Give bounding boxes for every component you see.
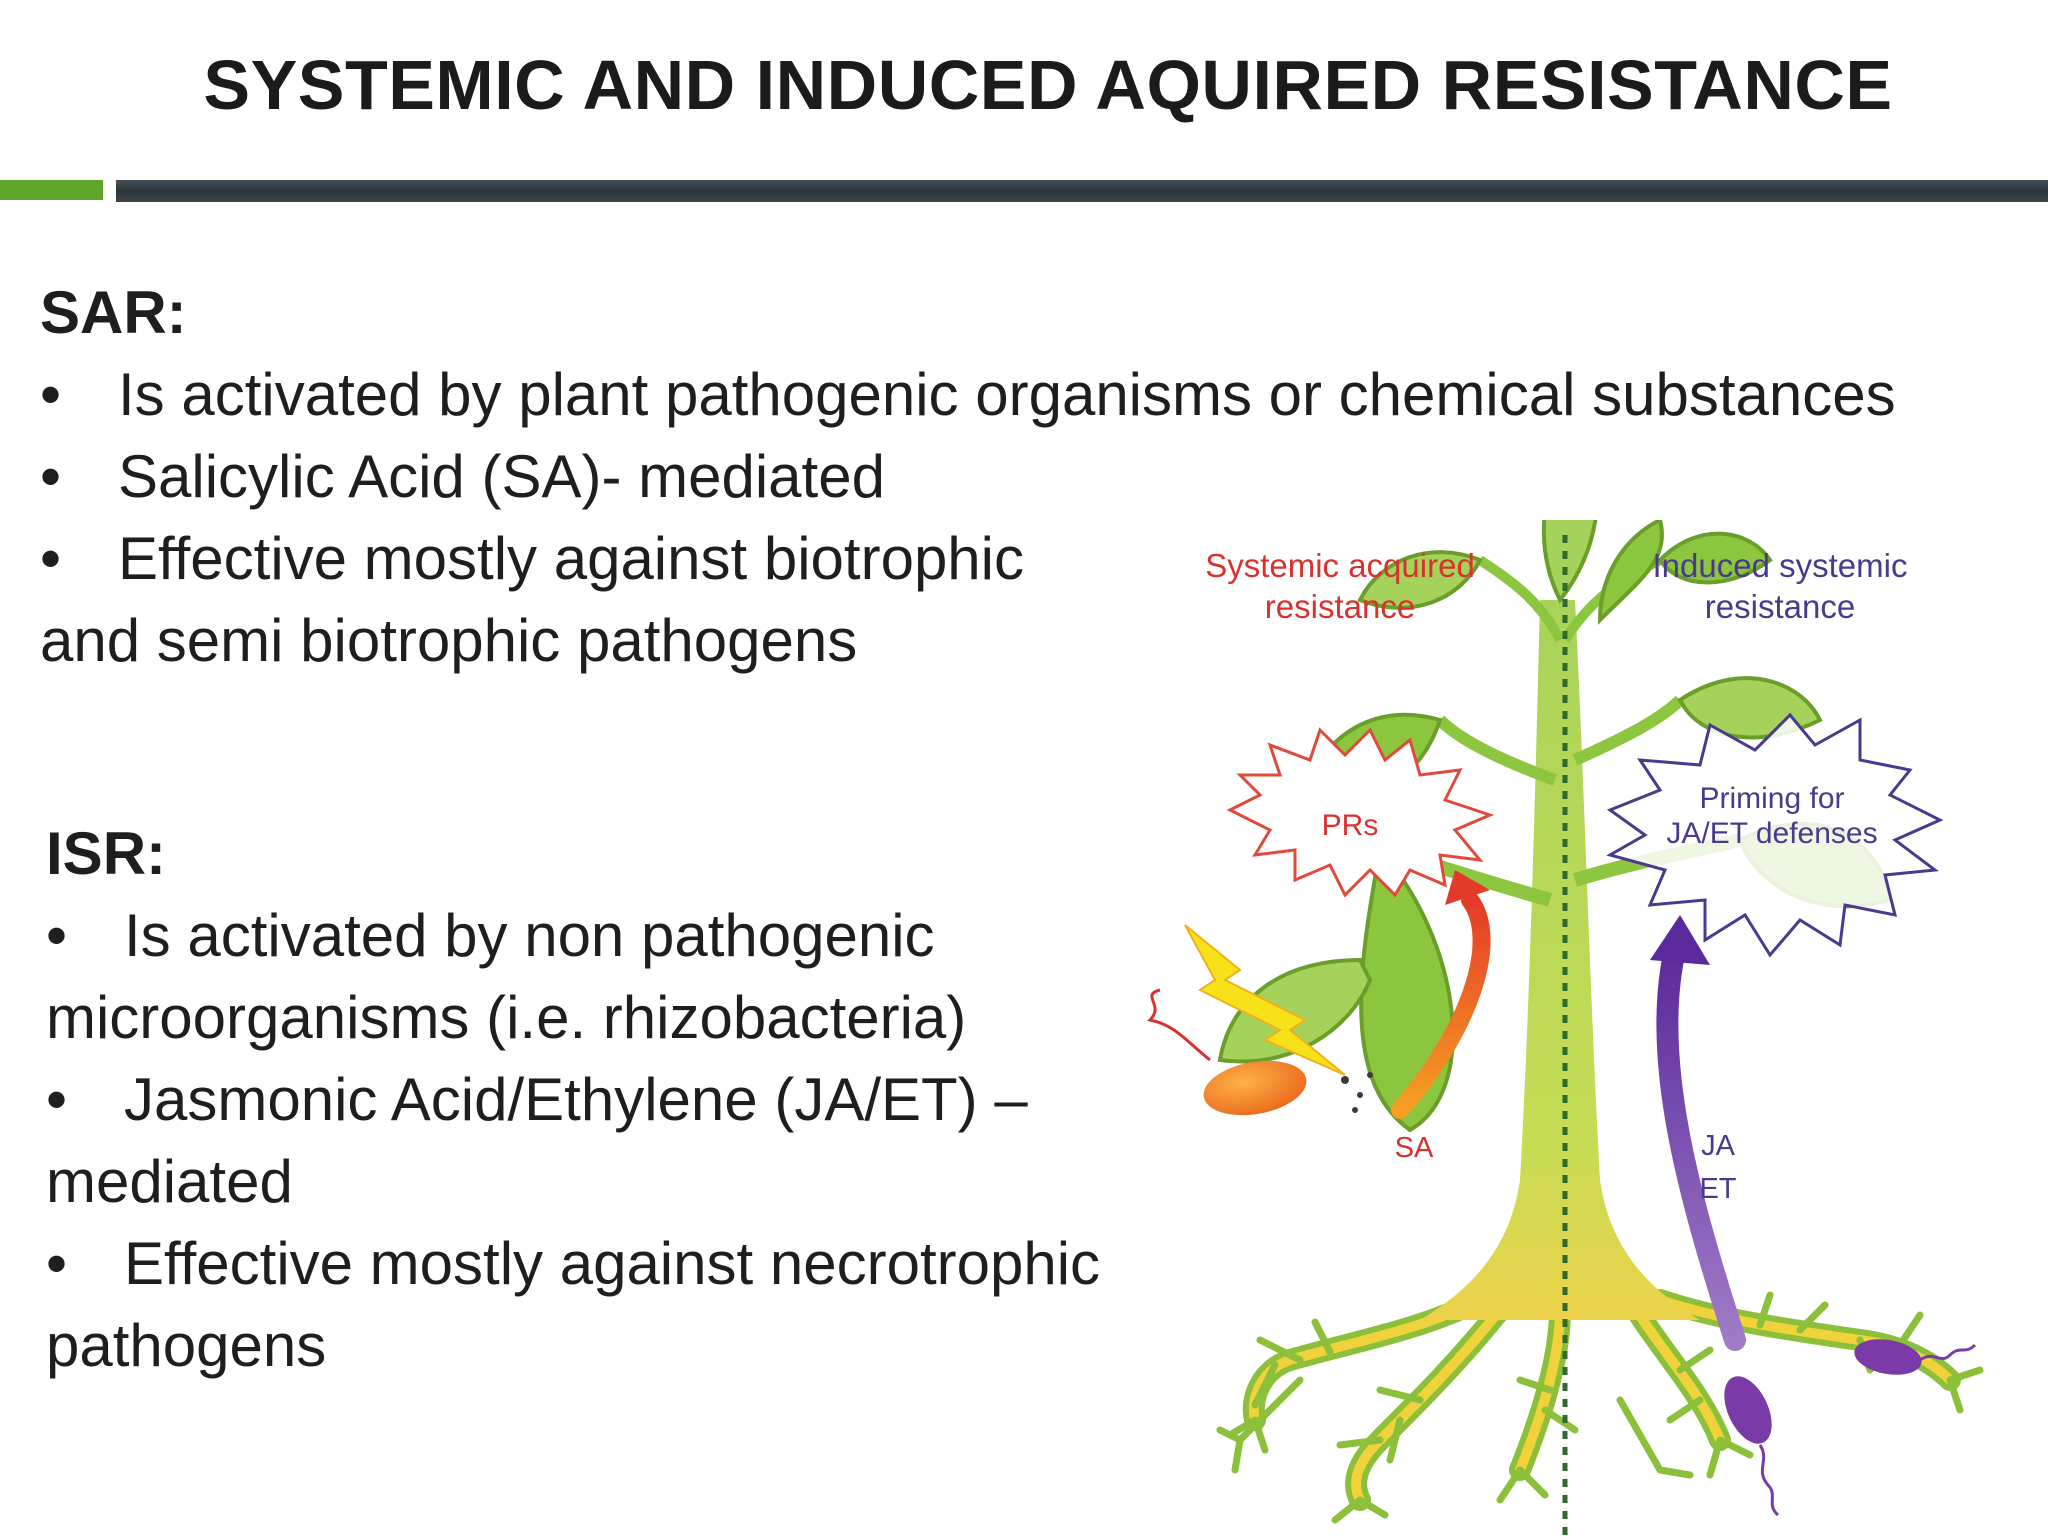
isr-bullet-2-text: Jasmonic Acid/Ethylene (JA/ET) – — [124, 1066, 1028, 1133]
isr-bullet-3-text: Effective mostly against necrotrophic — [124, 1230, 1101, 1297]
sar-bullet-1-text: Is activated by plant pathogenic organis… — [118, 361, 1896, 428]
bullet-marker: • — [46, 1066, 68, 1133]
ja-label: JA — [1701, 1130, 1736, 1162]
title-accent-bar-green — [0, 180, 103, 200]
sar-bullet-3: • Effective mostly against biotrophic — [40, 518, 1896, 600]
priming-starburst: Priming for JA/ET defenses — [1606, 712, 1944, 958]
sar-bullet-2: • Salicylic Acid (SA)- mediated — [40, 436, 1896, 518]
bullet-marker: • — [40, 525, 62, 592]
plant-trunk — [1420, 600, 1700, 1320]
priming-label-line1: Priming for — [1699, 782, 1844, 815]
slide-title: SYSTEMIC AND INDUCED AQUIRED RESISTANCE — [203, 46, 1893, 124]
isr-diagram-title-line2: resistance — [1705, 588, 1855, 625]
isr-bullet-2-continuation: mediated — [46, 1148, 293, 1215]
isr-bullet-3: • Effective mostly against necrotrophic — [46, 1223, 1100, 1305]
isr-bullet-2: • Jasmonic Acid/Ethylene (JA/ET) – — [46, 1059, 1100, 1141]
bullet-marker: • — [40, 361, 62, 428]
isr-section: ISR: • Is activated by non pathogenic mic… — [46, 813, 1100, 1387]
prs-starburst: PRs — [1226, 727, 1495, 898]
plant-roots — [1216, 1289, 1984, 1524]
rhizobacteria-icon — [1724, 1339, 1977, 1517]
sa-arrow — [1391, 870, 1491, 1119]
sar-isr-plant-diagram: PRs Priming for JA/ET defenses Systemic … — [1146, 520, 1984, 1536]
title-divider-bar — [116, 180, 2048, 202]
et-label: ET — [1699, 1173, 1736, 1205]
sar-bullet-2-text: Salicylic Acid (SA)- mediated — [118, 443, 885, 510]
isr-bullet-1-continuation: microorganisms (i.e. rhizobacteria) — [46, 984, 967, 1051]
isr-heading: ISR: — [46, 820, 166, 887]
sar-section: SAR: • Is activated by plant pathogenic o… — [40, 272, 1896, 682]
sar-diagram-title-line2: resistance — [1265, 588, 1415, 625]
isr-bullet-1-text: Is activated by non pathogenic — [124, 902, 935, 969]
sar-bullet-3-text: Effective mostly against biotrophic — [118, 525, 1025, 592]
infection-spots — [1341, 1072, 1373, 1113]
prs-label: PRs — [1322, 809, 1379, 842]
isr-diagram-title-line1: Induced systemic — [1653, 547, 1908, 584]
priming-label-line2: JA/ET defenses — [1666, 817, 1877, 850]
isr-bullet-1: • Is activated by non pathogenic — [46, 895, 1100, 977]
lightning-bolt-icon — [1184, 924, 1346, 1076]
bullet-marker: • — [40, 443, 62, 510]
sar-diagram-title-line1: Systemic acquired — [1205, 547, 1475, 584]
sa-label: SA — [1395, 1132, 1434, 1164]
ja-et-arrow — [1650, 915, 1746, 1351]
bullet-marker: • — [46, 902, 68, 969]
sar-bullet-3-continuation: and semi biotrophic pathogens — [40, 607, 858, 674]
bullet-marker: • — [46, 1230, 68, 1297]
isr-bullet-3-continuation: pathogens — [46, 1312, 327, 1379]
sar-bullet-1: • Is activated by plant pathogenic organi… — [40, 354, 1896, 436]
sar-heading: SAR: — [40, 279, 187, 346]
pathogen-bacterium-icon — [1146, 988, 1307, 1116]
